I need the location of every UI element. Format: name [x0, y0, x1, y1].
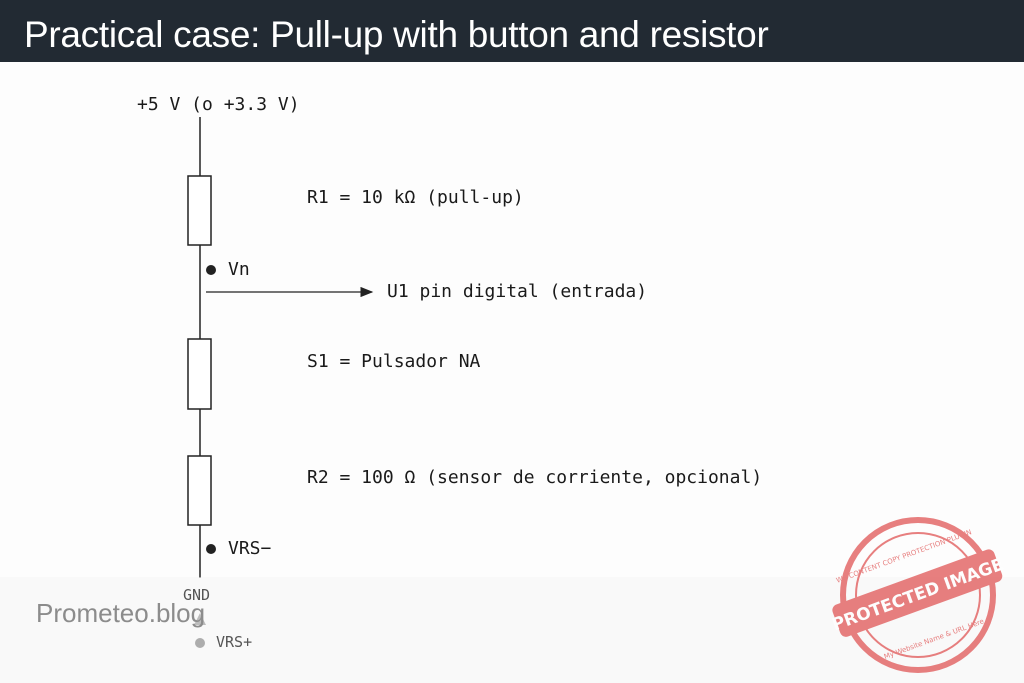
supply-label: +5 V (o +3.3 V): [137, 94, 300, 115]
vrs-minus-label: VRS−: [228, 538, 272, 559]
r2-label: R2 = 100 Ω (sensor de corriente, opciona…: [307, 467, 763, 488]
gnd-label: GND: [183, 586, 211, 604]
resistor-r2: [187, 455, 212, 526]
s1-label: S1 = Pulsador NA: [307, 351, 481, 372]
vn-label: Vn: [228, 259, 250, 280]
protected-stamp-icon: PROTECTED IMAGE WP CONTENT COPY PROTECTI…: [830, 517, 1006, 673]
resistor-r1: [187, 175, 212, 246]
watermark-brand: Prometeo.blog: [36, 598, 206, 628]
node-vn: [206, 265, 216, 275]
node-vrs-minus: [206, 544, 216, 554]
page-title: Practical case: Pull-up with button and …: [24, 14, 769, 55]
r1-label: R1 = 10 kΩ (pull-up): [307, 187, 524, 208]
output-label: U1 pin digital (entrada): [387, 281, 648, 302]
switch-s1: [187, 338, 212, 410]
vrs-plus-label: VRS+: [216, 633, 253, 651]
title-bar: Practical case: Pull-up with button and …: [0, 0, 1024, 62]
